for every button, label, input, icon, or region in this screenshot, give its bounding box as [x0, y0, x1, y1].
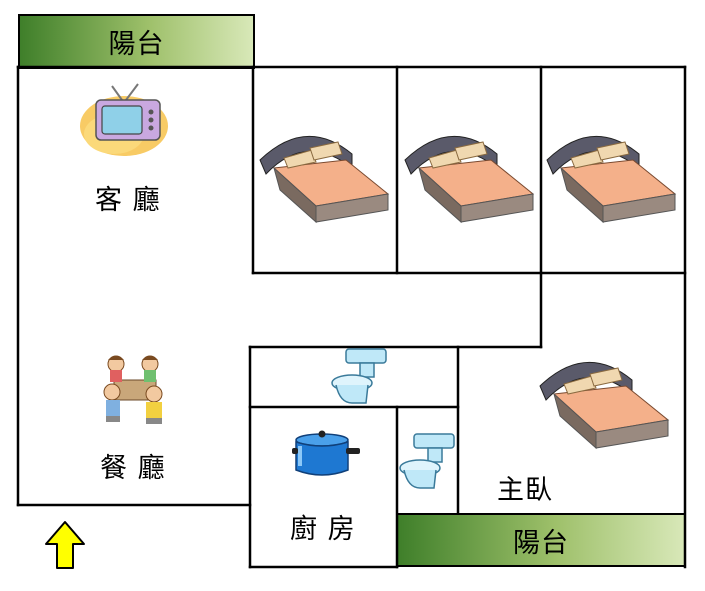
toilet-icon — [331, 348, 387, 404]
diners-table-icon — [103, 355, 163, 424]
toilet-icon — [399, 433, 455, 489]
dining-room-label: 餐 廳 — [100, 453, 166, 484]
master-bedroom-label: 主臥 — [497, 475, 553, 506]
cooking-pot-icon — [292, 430, 360, 476]
bed-icon — [404, 135, 535, 224]
bed-icon — [539, 361, 670, 450]
living-room-label: 客 廳 — [95, 185, 161, 216]
bed-icon — [546, 135, 677, 224]
bed-icon — [259, 135, 390, 224]
kitchen-label: 廚 房 — [290, 514, 356, 545]
entrance-arrow-icon — [45, 521, 85, 569]
tv-icon — [80, 83, 168, 156]
balcony-bottom: 陽台 — [396, 513, 686, 567]
balcony-bottom-label: 陽台 — [513, 527, 569, 559]
balcony-top-label: 陽台 — [108, 29, 165, 60]
balcony-top: 陽台 — [18, 14, 255, 69]
